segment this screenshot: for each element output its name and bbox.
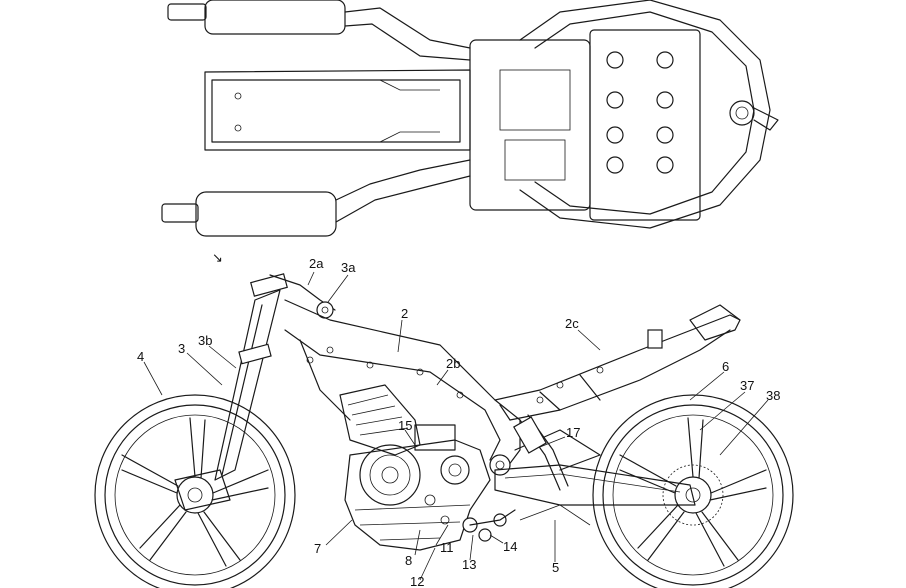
- engine-plan: [469, 29, 701, 221]
- upper-muffler: [167, 0, 471, 61]
- plan-view: ↘: [161, 0, 779, 265]
- callout-12: 12: [410, 574, 424, 588]
- subframe-side: [494, 304, 741, 421]
- svg-text:↘: ↘: [212, 250, 223, 265]
- front-fork: [174, 273, 288, 511]
- callout-6: 6: [722, 359, 729, 374]
- handlebar: [269, 274, 336, 319]
- callout-13: 13: [462, 557, 476, 572]
- callout-4: 4: [137, 349, 144, 364]
- seat-rail: [204, 69, 471, 151]
- main-frame-plan: [519, 0, 779, 229]
- callout-38: 38: [766, 388, 780, 403]
- lower-muffler: [161, 159, 471, 237]
- front-wheel: [94, 394, 296, 588]
- callout-2: 2: [401, 306, 408, 321]
- callout-37: 37: [740, 378, 754, 393]
- linkage-parts: [462, 509, 516, 542]
- callout-2a: 2a: [309, 256, 324, 271]
- rear-shock: [513, 414, 569, 491]
- callout-3: 3: [178, 341, 185, 356]
- leader-lines: [143, 271, 769, 581]
- side-view: 2a 3a 2 3b 3 4 2b 2c 6 37 38 15 17 7 8 1…: [94, 256, 794, 588]
- callout-7: 7: [314, 541, 321, 556]
- callout-5: 5: [552, 560, 559, 575]
- callout-3b: 3b: [198, 333, 212, 348]
- callout-8: 8: [405, 553, 412, 568]
- main-frame-side: [284, 299, 521, 476]
- rear-wheel: [592, 394, 794, 588]
- callout-2b: 2b: [446, 356, 460, 371]
- callout-labels: 2a 3a 2 3b 3 4 2b 2c 6 37 38 15 17 7 8 1…: [137, 256, 780, 588]
- callout-3a: 3a: [341, 260, 356, 275]
- callout-17: 17: [566, 425, 580, 440]
- callout-14: 14: [503, 539, 517, 554]
- callout-11: 11: [440, 540, 454, 555]
- callout-15: 15: [398, 418, 412, 433]
- engine-side: [339, 384, 491, 551]
- callout-2c: 2c: [565, 316, 579, 331]
